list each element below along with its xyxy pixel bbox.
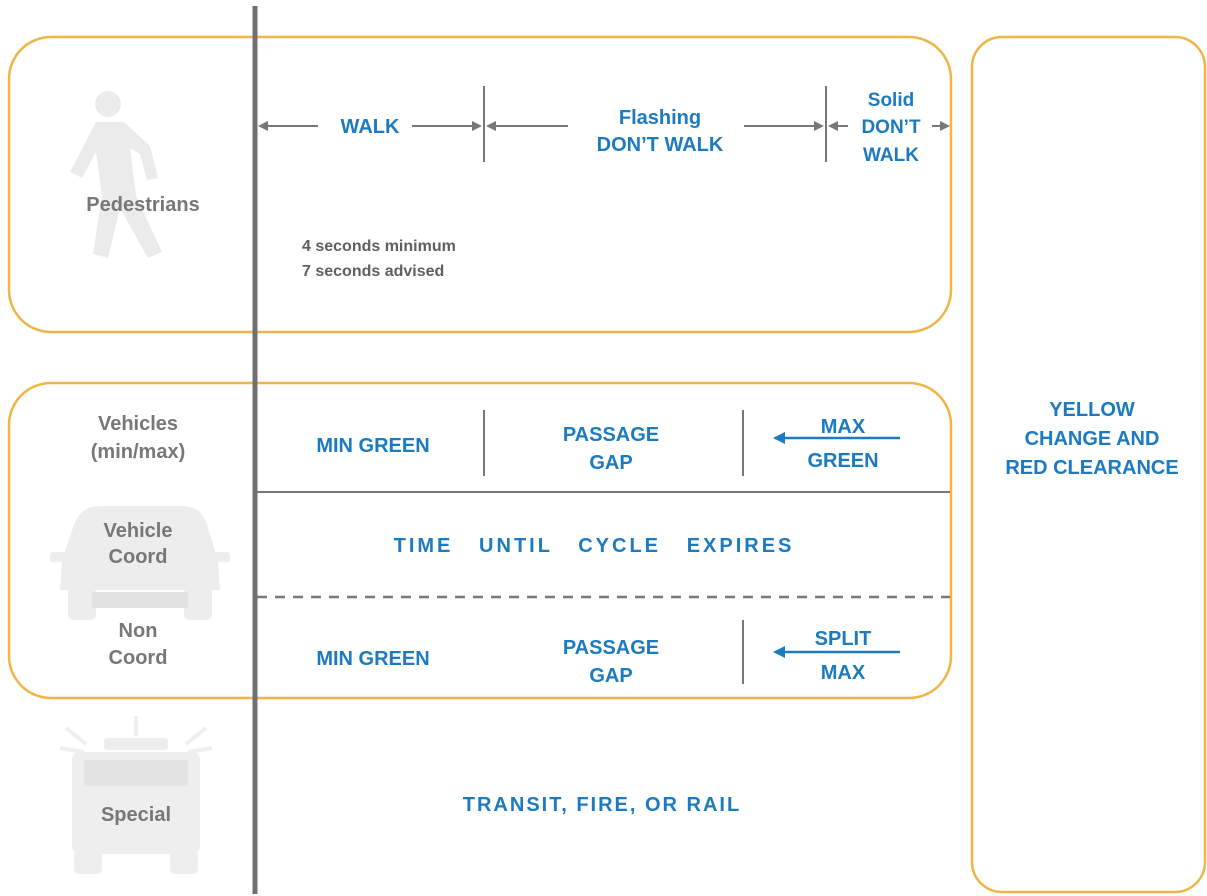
walk-note-2: 7 seconds advised: [302, 263, 444, 280]
noncoord-passage-1: PASSAGE: [563, 637, 659, 659]
car-icon: [50, 506, 230, 620]
split-max-1: SPLIT: [815, 628, 872, 650]
noncoord-min-green: MIN GREEN: [316, 648, 429, 670]
noncoord-label-2: Coord: [109, 647, 168, 669]
vehicles-passage-2: GAP: [589, 452, 632, 474]
coord-label-2: Coord: [109, 546, 168, 568]
fire-truck-icon: [59, 716, 213, 874]
vehicles-label-1: Vehicles: [98, 413, 178, 435]
pedestrian-icon: [70, 91, 162, 258]
clearance-label-2: CHANGE AND: [1025, 428, 1160, 450]
walk-note-1: 4 seconds minimum: [302, 238, 456, 255]
noncoord-passage-2: GAP: [589, 665, 632, 687]
special-text: TRANSIT, FIRE, OR RAIL: [463, 794, 741, 816]
split-max-2: MAX: [821, 662, 866, 684]
vehicles-max-1: MAX: [821, 416, 866, 438]
vehicles-label-2: (min/max): [91, 441, 185, 463]
cycle-expires-text: TIME UNTIL CYCLE EXPIRES: [394, 535, 795, 557]
pedestrians-label: Pedestrians: [86, 194, 199, 216]
vehicles-min-green: MIN GREEN: [316, 435, 429, 457]
pedestrians-box: [7, 35, 953, 334]
vehicles-passage-1: PASSAGE: [563, 424, 659, 446]
vehicles-max-2: GREEN: [807, 450, 878, 472]
flashing-label-2: DON’T WALK: [597, 134, 724, 156]
clearance-box: [970, 35, 1207, 894]
walk-label: WALK: [341, 116, 400, 138]
noncoord-label-1: Non: [119, 620, 158, 642]
flashing-label-1: Flashing: [619, 107, 701, 129]
solid-label-1: Solid: [868, 90, 914, 111]
clearance-label-1: YELLOW: [1049, 399, 1135, 421]
solid-label-3: WALK: [863, 145, 919, 166]
solid-label-2: DON’T: [861, 117, 921, 138]
coord-label-1: Vehicle: [104, 520, 173, 542]
special-label: Special: [101, 804, 171, 826]
clearance-label-3: RED CLEARANCE: [1005, 457, 1178, 479]
vehicles-box: [7, 381, 953, 700]
